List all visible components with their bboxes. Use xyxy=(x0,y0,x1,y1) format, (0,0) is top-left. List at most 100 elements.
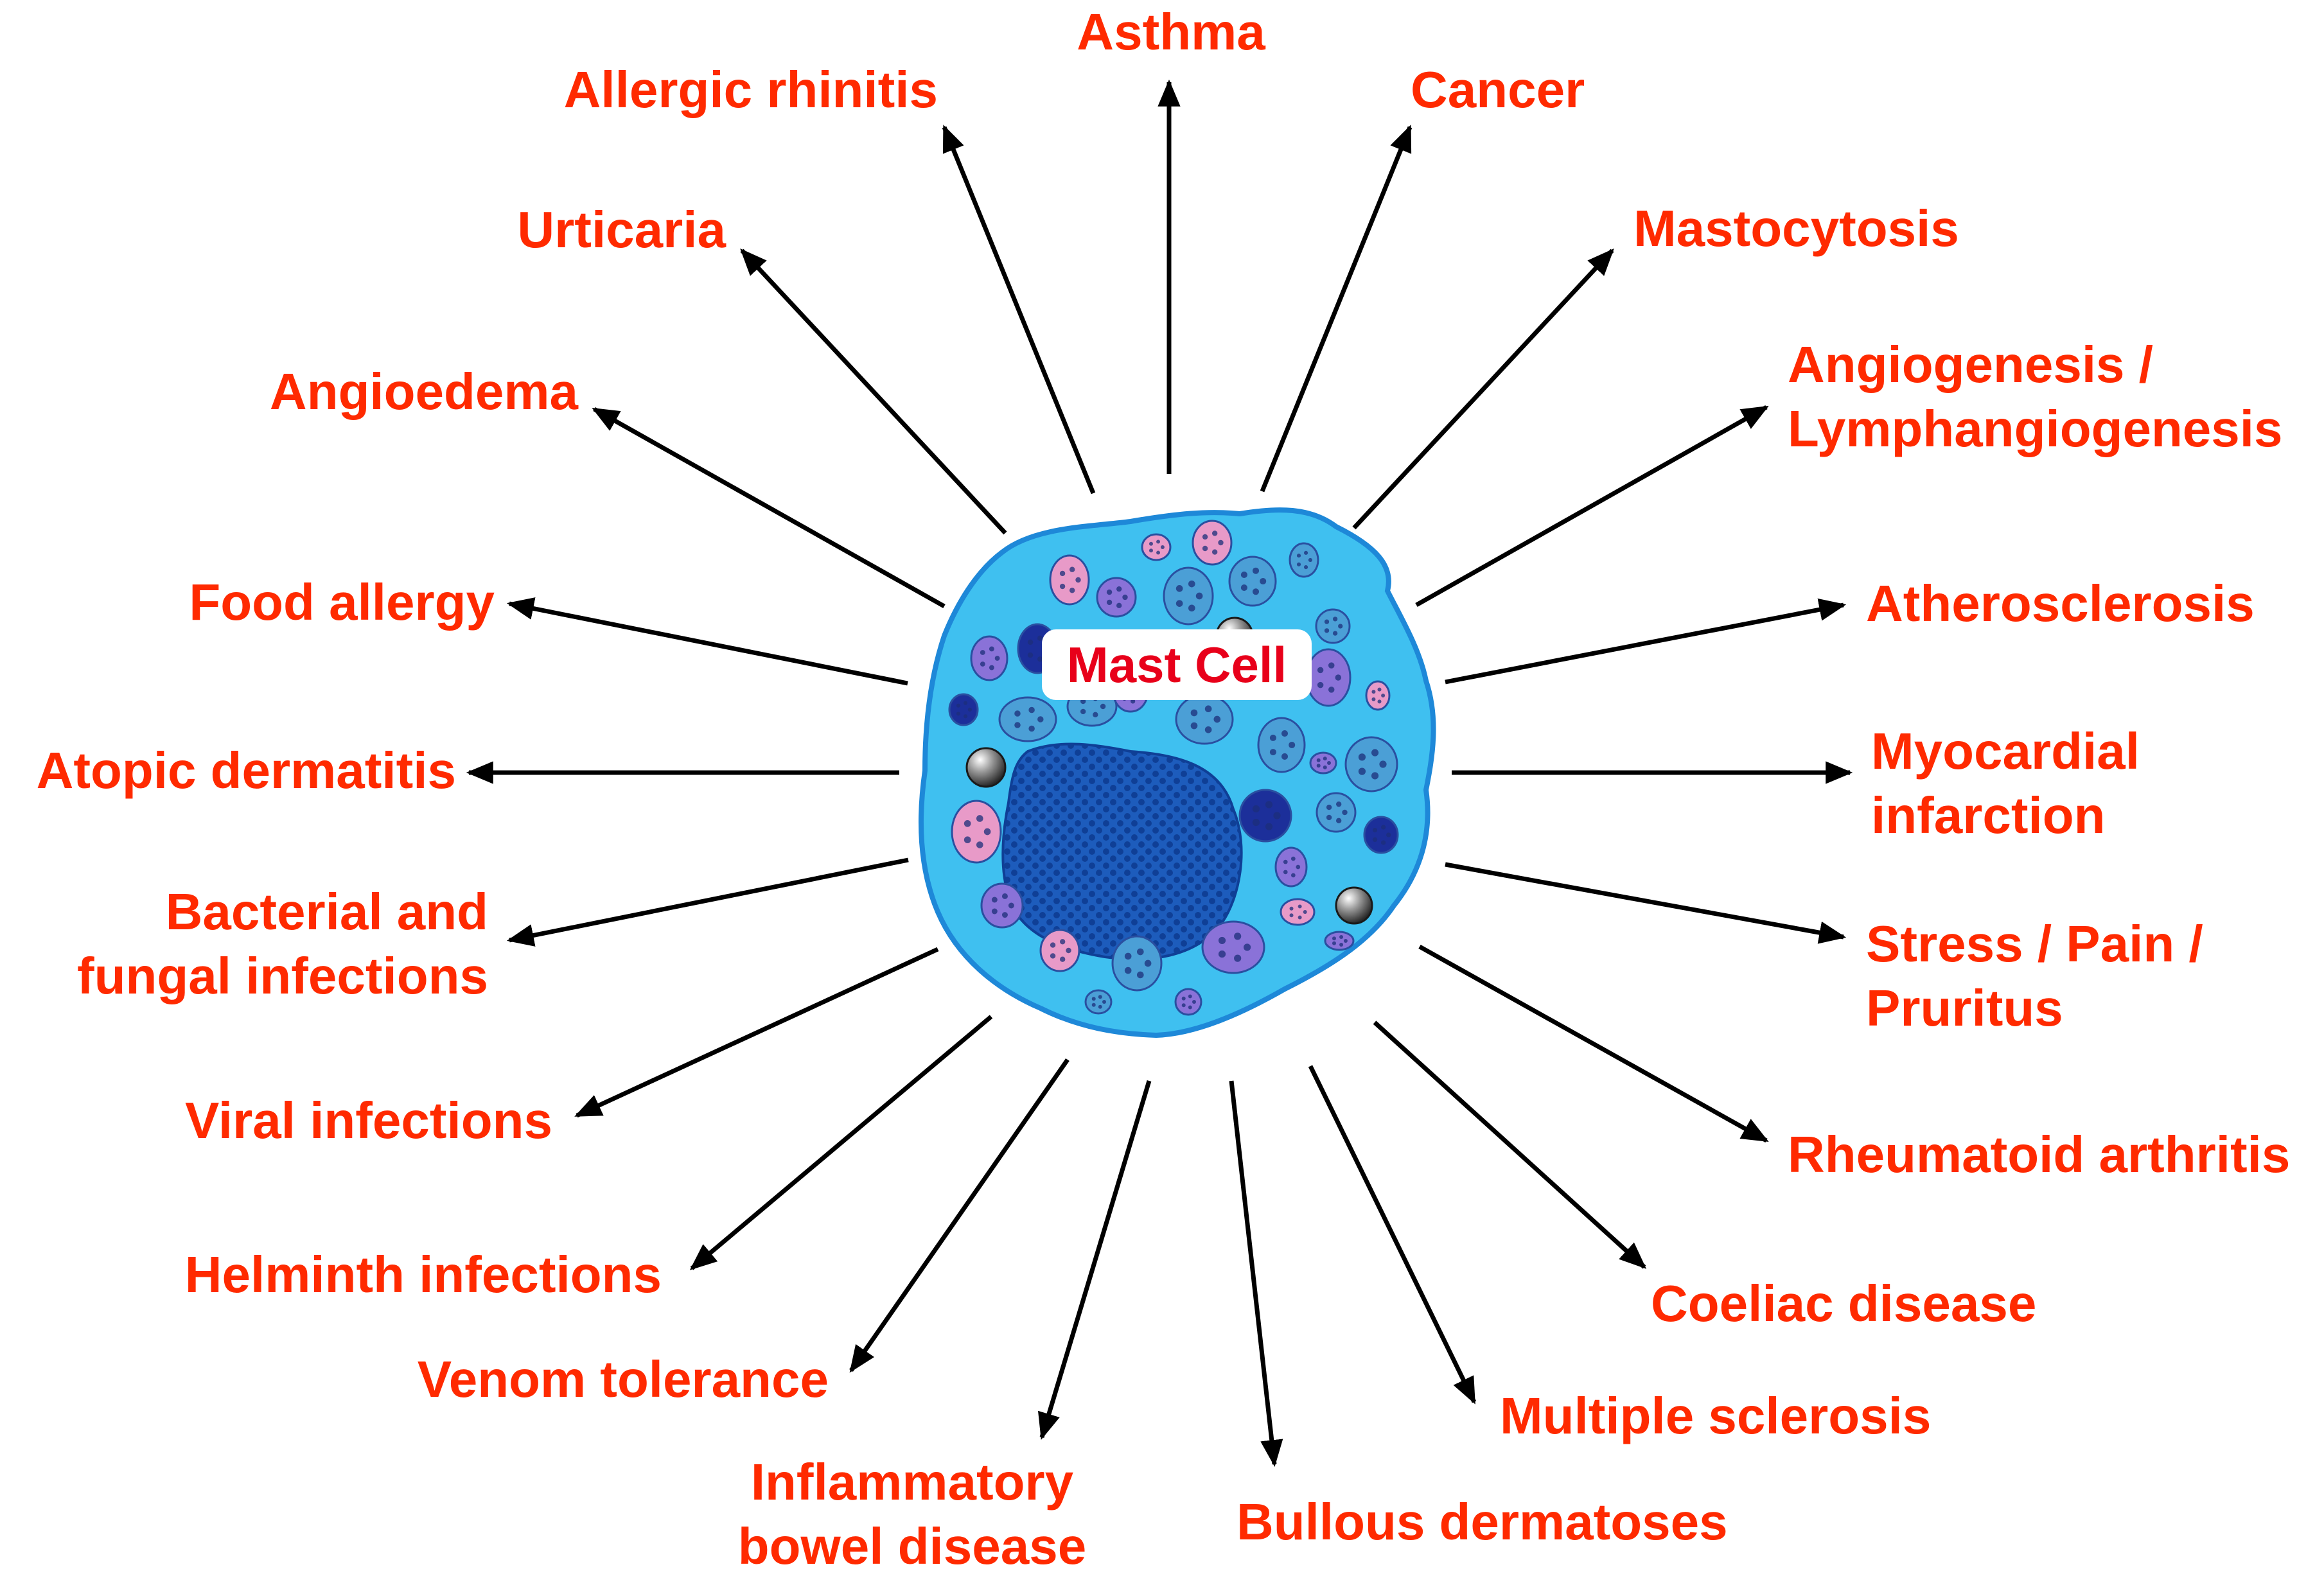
granule-speck xyxy=(1332,936,1336,941)
granule-speck xyxy=(1014,710,1021,717)
arrow-viral xyxy=(574,947,939,1118)
granule-speck xyxy=(1377,699,1382,704)
granule-speck xyxy=(964,836,971,844)
granule xyxy=(1096,577,1137,618)
granule-speck xyxy=(1269,749,1276,756)
label-urticaria: Urticaria xyxy=(495,198,726,268)
granule-speck xyxy=(976,841,983,848)
granule-speck xyxy=(1116,586,1122,592)
label-line: Helminth infections xyxy=(184,1246,662,1303)
label-mastocytosis: Mastocytosis xyxy=(1633,197,1980,267)
granule-speck xyxy=(1371,690,1376,694)
granule xyxy=(970,635,1008,681)
granule xyxy=(1238,789,1292,843)
granule-speck xyxy=(1371,749,1379,757)
granule-speck xyxy=(1380,825,1386,830)
granule-speck xyxy=(1188,580,1195,588)
granule-speck xyxy=(1335,818,1342,824)
granule-speck xyxy=(1181,996,1186,1001)
granules xyxy=(948,520,1399,1016)
granule xyxy=(1049,554,1090,606)
granule-speck xyxy=(1027,652,1034,658)
granule-speck xyxy=(1342,809,1348,816)
label-line: Lymphangiogenesis xyxy=(1788,400,2283,457)
granule-speck xyxy=(964,819,971,827)
label-line: Cancer xyxy=(1411,61,1585,118)
granule-speck xyxy=(1204,726,1212,733)
granule-speck xyxy=(1316,758,1321,762)
granule xyxy=(951,800,1002,864)
label-line: bowel disease xyxy=(737,1518,1087,1575)
mast-cell xyxy=(919,507,1436,1038)
granule-speck xyxy=(1296,562,1301,566)
granule-speck xyxy=(1358,767,1366,775)
granule xyxy=(1175,694,1234,745)
granule-speck xyxy=(1192,1000,1196,1004)
granule xyxy=(1305,648,1351,707)
label-line: Bacterial and xyxy=(165,883,488,940)
granule-speck xyxy=(1050,942,1056,948)
granule xyxy=(1174,988,1202,1016)
granule-speck xyxy=(967,707,972,712)
granule xyxy=(1363,816,1399,854)
label-line: Viral infections xyxy=(184,1092,552,1149)
granule-speck xyxy=(1265,823,1273,830)
granule-speck xyxy=(1324,619,1330,624)
granule xyxy=(1192,520,1233,566)
granule-speck xyxy=(1188,994,1192,999)
granule-speck xyxy=(1098,1004,1102,1009)
label-line: fungal infections xyxy=(77,947,488,1004)
label-atopic: Atopic dermatitis xyxy=(13,739,456,809)
granule-speck xyxy=(1283,859,1288,864)
granule-speck xyxy=(1156,550,1161,555)
label-atherosclerosis: Atherosclerosis xyxy=(1866,572,2290,642)
granule-speck xyxy=(1332,941,1336,945)
granule-speck xyxy=(1296,864,1301,870)
granule-speck xyxy=(1326,814,1332,821)
label-bacterial: Bacterial and fungal infections xyxy=(51,880,488,1015)
granule-speck xyxy=(1122,594,1128,600)
granule-speck xyxy=(1252,567,1260,574)
granule xyxy=(1316,792,1357,833)
label-bullous: Bullous dermatoses xyxy=(1237,1490,1750,1561)
granule xyxy=(1039,929,1080,972)
granule-speck xyxy=(1175,600,1183,607)
granule-speck xyxy=(976,815,983,822)
granule-speck xyxy=(1106,599,1113,606)
arrow-atherosclerosis xyxy=(1445,598,1847,685)
granule xyxy=(1324,931,1355,951)
granule-speck xyxy=(1136,948,1144,956)
granule-speck xyxy=(1244,943,1251,951)
granule xyxy=(1141,533,1172,561)
granule-speck xyxy=(1037,635,1043,641)
granule-speck xyxy=(1211,549,1218,555)
granule-speck xyxy=(1144,959,1152,967)
label-line: Asthma xyxy=(1077,3,1265,60)
granule-speck xyxy=(1202,545,1208,552)
granule-speck xyxy=(1281,753,1289,760)
granule-speck xyxy=(1260,577,1267,585)
arrow-stress xyxy=(1445,862,1847,944)
granule-speck xyxy=(1308,557,1312,563)
arrow-ibd xyxy=(1037,1080,1152,1441)
granule-speck xyxy=(1059,939,1066,945)
granule-speck xyxy=(980,661,985,667)
label-line: Urticaria xyxy=(517,201,726,258)
granule-speck xyxy=(1338,624,1343,629)
granule-speck xyxy=(1328,662,1335,669)
granule-speck xyxy=(1175,585,1183,592)
label-line: Multiple sclerosis xyxy=(1500,1387,1932,1444)
granule-speck xyxy=(1188,1005,1192,1010)
label-line: Atherosclerosis xyxy=(1866,575,2255,632)
granule-speck xyxy=(991,897,998,903)
arrow-coeliac xyxy=(1373,1020,1647,1269)
granule-speck xyxy=(956,703,961,708)
granule-speck xyxy=(1234,954,1242,962)
granule-speck xyxy=(1098,995,1102,999)
granule-speck xyxy=(1289,913,1294,918)
granule-speck xyxy=(989,646,994,652)
arrow-rhinitis xyxy=(942,125,1096,495)
label-viral: Viral infections xyxy=(167,1089,552,1159)
